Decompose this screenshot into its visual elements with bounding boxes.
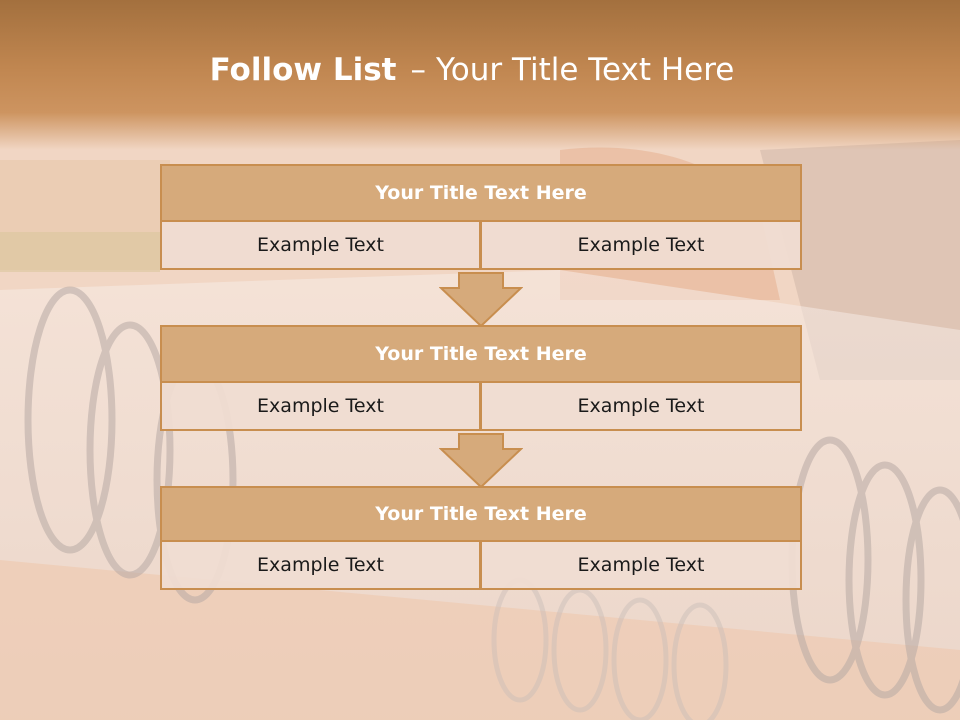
step-block-1: Your Title Text Here Example Text Exampl… <box>160 164 802 270</box>
down-arrow-icon <box>439 272 523 328</box>
title-band <box>0 0 960 150</box>
step-title: Your Title Text Here <box>160 486 802 542</box>
step-left-cell: Example Text <box>160 542 481 590</box>
step-right-cell: Example Text <box>481 222 802 270</box>
slide-title-strong: Follow List <box>209 52 397 88</box>
step-row: Example Text Example Text <box>160 383 802 431</box>
slide-title-rest: Your Title Text Here <box>435 52 735 88</box>
slide-title-separator: – <box>410 52 426 88</box>
down-arrow-icon <box>439 433 523 489</box>
step-right-cell: Example Text <box>481 542 802 590</box>
step-title: Your Title Text Here <box>160 164 802 222</box>
step-block-2: Your Title Text Here Example Text Exampl… <box>160 325 802 431</box>
step-left-cell: Example Text <box>160 383 481 431</box>
step-row: Example Text Example Text <box>160 222 802 270</box>
step-row: Example Text Example Text <box>160 542 802 590</box>
step-right-cell: Example Text <box>481 383 802 431</box>
step-left-cell: Example Text <box>160 222 481 270</box>
slide-title: Follow List–Your Title Text Here <box>0 52 944 88</box>
step-title: Your Title Text Here <box>160 325 802 383</box>
step-block-3: Your Title Text Here Example Text Exampl… <box>160 486 802 590</box>
